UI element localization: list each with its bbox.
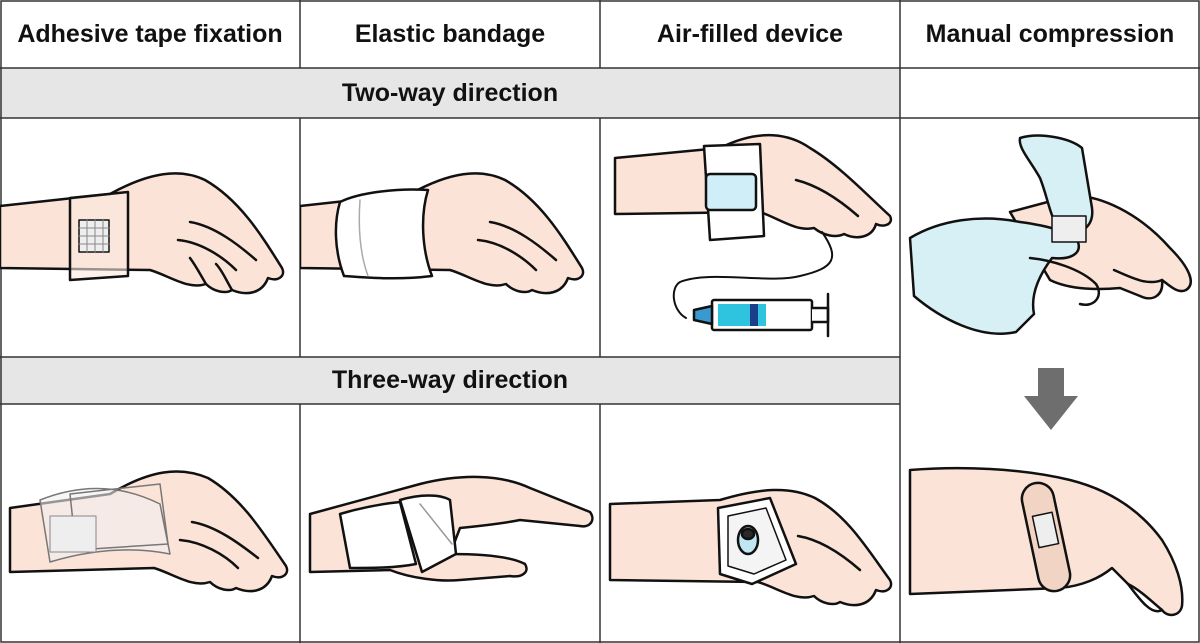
column-header-air-filled-device: Air-filled device (656, 19, 844, 48)
down-arrow-icon (1024, 368, 1078, 430)
three-way-adhesive-tape-illustration (8, 470, 289, 593)
two-way-air-filled-device-illustration (613, 134, 893, 338)
row-label-two-way: Two-way direction (0, 68, 900, 118)
three-way-air-filled-device-illustration (608, 488, 893, 607)
two-way-elastic-bandage-illustration (300, 172, 585, 295)
manual-compression-taped-wrist-illustration (908, 466, 1184, 617)
column-header-manual-compression: Manual compression (925, 19, 1175, 48)
row-label-three-way: Three-way direction (0, 357, 900, 404)
two-way-adhesive-tape-illustration (0, 172, 285, 295)
manual-compression-gloved-hand-illustration (908, 134, 1192, 335)
three-way-elastic-bandage-illustration (308, 475, 594, 582)
column-header-adhesive-tape: Adhesive tape fixation (17, 19, 283, 48)
column-header-elastic-bandage: Elastic bandage (354, 19, 546, 48)
